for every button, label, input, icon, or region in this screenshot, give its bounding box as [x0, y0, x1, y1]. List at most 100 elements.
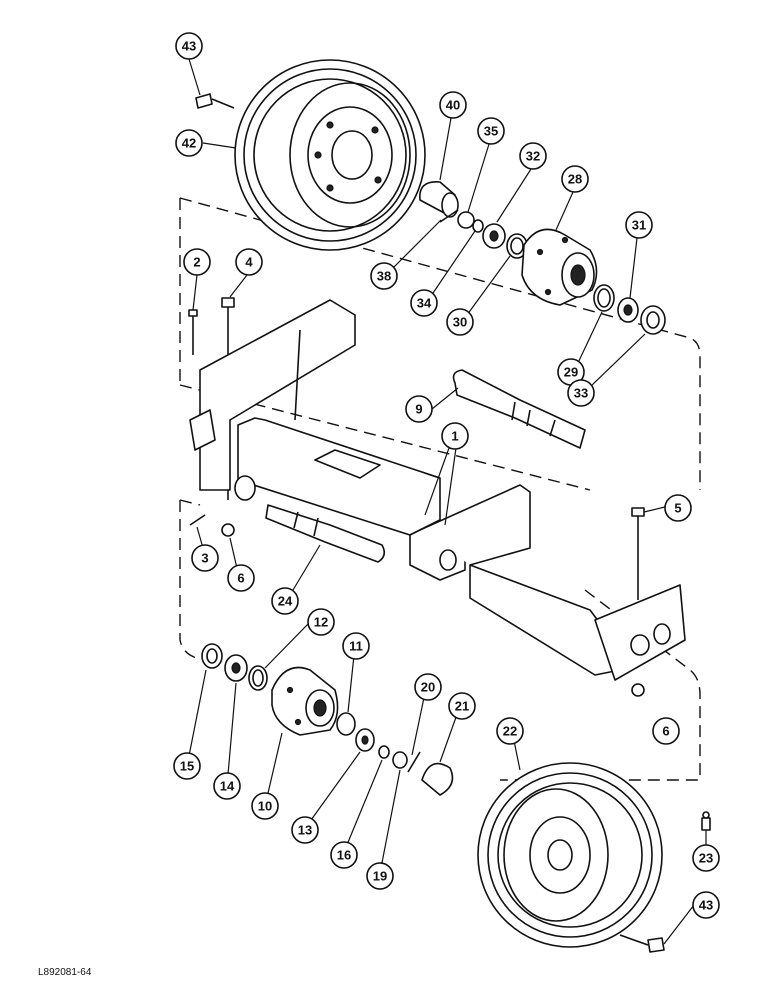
callout-35: 35 [477, 117, 505, 145]
callout-label: 40 [446, 98, 460, 113]
lower-wheel-rim [477, 762, 663, 948]
pin-3 [189, 514, 206, 526]
callout-12: 12 [307, 608, 335, 636]
callout-label: 2 [193, 255, 200, 270]
callout-label: 13 [298, 823, 312, 838]
callout-9: 9 [405, 395, 433, 423]
callout-label: 35 [484, 124, 498, 139]
callout-label: 24 [278, 594, 293, 609]
callout-label: 19 [373, 869, 387, 884]
callout-6-left: 6 [227, 564, 255, 592]
callout-label: 28 [568, 172, 582, 187]
callout-label: 29 [564, 365, 578, 380]
bolt-5 [631, 507, 645, 600]
callout-label: 12 [314, 615, 328, 630]
callout-label: 1 [451, 429, 458, 444]
callout-label: 22 [503, 724, 517, 739]
callout-34: 34 [410, 289, 438, 317]
callout-22: 22 [496, 717, 524, 745]
callout-label: 30 [453, 315, 467, 330]
callout-33: 33 [567, 379, 595, 407]
callout-20: 20 [414, 673, 442, 701]
callout-label: 16 [337, 848, 351, 863]
upper-inner-bearing [617, 297, 639, 323]
upper-outer-cup [506, 233, 528, 259]
drawing-number: L892081-64 [38, 967, 92, 978]
callout-5: 5 [664, 494, 692, 522]
callout-label: 34 [417, 296, 432, 311]
callout-label: 4 [245, 255, 253, 270]
spindle-lower [265, 504, 386, 563]
lower-seal [201, 643, 223, 669]
upper-hub [521, 228, 598, 306]
callout-label: 42 [182, 136, 196, 151]
upper-inner-cup [593, 284, 615, 312]
lower-outer-cup [336, 712, 356, 736]
callout-3: 3 [191, 544, 219, 572]
callout-label: 6 [662, 724, 669, 739]
lower-cotter-pin [407, 751, 421, 773]
upper-outer-bearing [482, 223, 506, 249]
callout-15: 15 [173, 752, 201, 780]
callout-label: 31 [632, 218, 646, 233]
callout-30: 30 [446, 308, 474, 336]
callout-43-top: 43 [175, 32, 203, 60]
upper-seal [640, 305, 666, 335]
callout-label: 43 [182, 39, 196, 54]
callout-32: 32 [519, 142, 547, 170]
callout-40: 40 [439, 91, 467, 119]
callout-label: 33 [574, 386, 588, 401]
upper-nut [457, 211, 475, 229]
spindle-upper [452, 369, 586, 449]
callout-16: 16 [330, 841, 358, 869]
callout-label: 3 [201, 551, 208, 566]
callout-label: 38 [377, 269, 391, 284]
assembly-outline-upper [179, 197, 701, 491]
callout-1: 1 [441, 422, 469, 450]
callout-31: 31 [625, 211, 653, 239]
upper-hub-cap [419, 181, 459, 218]
nut-6-left [221, 523, 235, 537]
callout-24: 24 [271, 587, 299, 615]
callout-label: 14 [220, 779, 235, 794]
callout-28: 28 [561, 165, 589, 193]
upper-cotter-pin [439, 209, 459, 223]
callout-label: 5 [674, 501, 681, 516]
lower-nut [392, 751, 408, 769]
lower-washer [378, 745, 390, 759]
lower-hub-cap [421, 762, 454, 796]
callout-label: 11 [349, 639, 363, 654]
lower-wheel-bolt [619, 934, 665, 953]
callout-label: 6 [237, 571, 244, 586]
callout-21: 21 [448, 692, 476, 720]
callout-38: 38 [370, 262, 398, 290]
callout-label: 20 [421, 680, 435, 695]
nut-6-right [631, 683, 645, 697]
grease-fitting [701, 811, 711, 831]
callout-19: 19 [366, 862, 394, 890]
lower-inner-bearing [224, 654, 248, 682]
callout-label: 43 [699, 898, 713, 913]
callout-43-bottom: 43 [692, 891, 720, 919]
axle-frame [189, 299, 686, 681]
upper-wheel-bolt [195, 93, 235, 109]
bolt-2 [188, 309, 198, 355]
callout-label: 9 [415, 402, 422, 417]
callout-2: 2 [183, 248, 211, 276]
callout-label: 23 [699, 851, 713, 866]
callout-label: 10 [258, 799, 272, 814]
callout-10: 10 [251, 792, 279, 820]
callout-label: 21 [455, 699, 469, 714]
lower-inner-cup [248, 665, 268, 691]
callout-4: 4 [235, 248, 263, 276]
callout-13: 13 [291, 816, 319, 844]
lower-hub [271, 666, 339, 736]
callout-23: 23 [692, 844, 720, 872]
lower-outer-bearing [355, 728, 375, 752]
upper-washer [472, 219, 484, 233]
assembly-outline-lower [179, 499, 701, 781]
callout-14: 14 [213, 772, 241, 800]
callout-42: 42 [175, 129, 203, 157]
callout-label: 15 [180, 759, 194, 774]
